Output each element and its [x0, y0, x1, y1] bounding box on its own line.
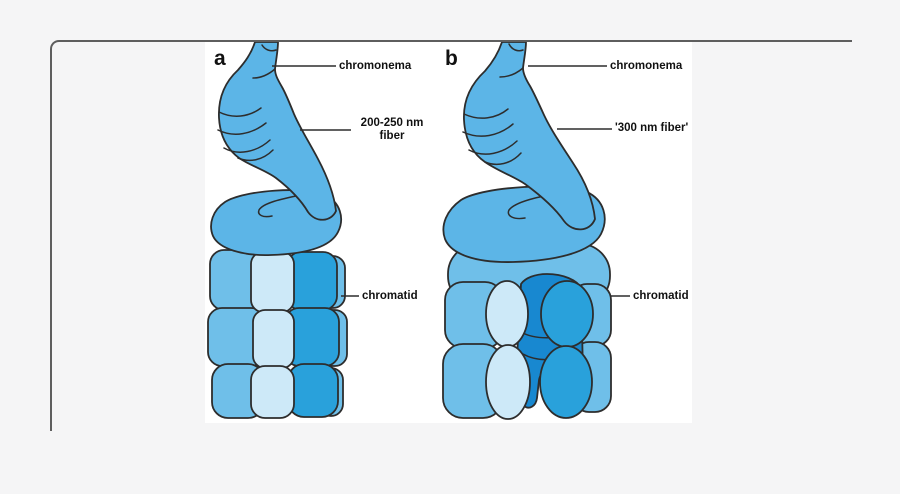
panel-a-fiber-label-line2: fiber	[379, 130, 405, 142]
panel-a-fiber	[218, 42, 337, 221]
figure-panel: a chromonema 200-250 nm fiber chromatid …	[205, 42, 692, 423]
panel-a-coil-curl-line	[257, 194, 302, 218]
figure-card: a chromonema 200-250 nm fiber chromatid …	[50, 40, 852, 431]
panel-b-fiber	[463, 42, 596, 231]
panel-b-chromonema-label: chromonema	[610, 60, 683, 72]
panel-a-fiber-label: 200-250 nm fiber	[345, 117, 439, 143]
panel-b-chromatid-label: chromatid	[633, 290, 689, 302]
panel-a-chromatid-label: chromatid	[362, 290, 418, 302]
panel-b-letter: b	[445, 47, 458, 70]
chromosome-diagram	[207, 42, 630, 420]
panel-b-fiber-label: '300 nm fiber'	[615, 122, 689, 134]
panel-b-chromatid-dark-ovals	[539, 280, 594, 419]
panel-a-chromonema-label: chromonema	[339, 60, 412, 72]
panel-a-fiber-fold-lines	[217, 44, 277, 162]
panel-a-illustration	[207, 42, 359, 419]
panel-a-chromatid-pale-column	[250, 251, 295, 419]
panel-a-letter: a	[214, 47, 226, 70]
panel-a-fiber-label-line1: 200-250 nm	[360, 117, 424, 129]
panel-b-fiber-fold-lines	[462, 43, 524, 165]
panel-b-illustration	[442, 42, 630, 420]
panel-b-chromatid-pale-ovals	[485, 280, 531, 420]
